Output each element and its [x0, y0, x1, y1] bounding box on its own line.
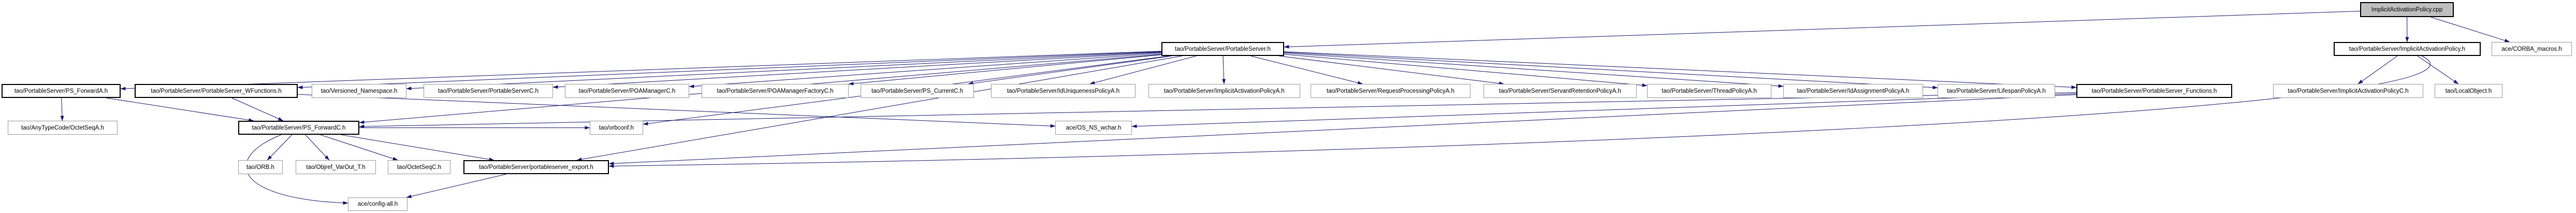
- edge-ps_forward_c->config_all: [245, 134, 348, 205]
- graph-node-octetseq_a[interactable]: tao/AnyTypeCode/OctetSeqA.h: [8, 121, 118, 135]
- edge-ps_h->thread_a: [1284, 54, 1648, 87]
- graph-node-thread_a[interactable]: tao/PortableServer/ThreadPolicyA.h: [1647, 84, 1771, 98]
- graph-node-wfunctions[interactable]: tao/PortableServer/PortableServer_WFunct…: [135, 84, 298, 98]
- edge-iap_h->local_object: [2417, 55, 2459, 84]
- edge-ps_functions->os_ns_wchar: [1131, 93, 2077, 129]
- graph-node-ps_forward_a[interactable]: tao/PortableServer/PS_ForwardA.h: [2, 84, 121, 98]
- edge-ps_h->ps_forward_a: [120, 51, 1162, 91]
- edge-ps_h->poamanager_c: [689, 53, 1162, 88]
- edge-ps_h->idassign_a: [1284, 52, 1784, 88]
- edge-cpp->ps_h: [1284, 11, 2361, 49]
- graph-node-objref[interactable]: tao/Objref_VarOut_T.h: [296, 160, 376, 174]
- edge-ps_h->ps_c: [552, 52, 1162, 89]
- graph-node-export[interactable]: tao/PortableServer/portableserver_export…: [463, 160, 609, 174]
- graph-node-poamanagerfactory_c[interactable]: tao/PortableServer/POAManagerFactoryC.h: [702, 84, 849, 98]
- edge-ps_forward_c->orb: [267, 134, 293, 161]
- graph-node-iap_h[interactable]: tao/PortableServer/ImplicitActivationPol…: [2334, 42, 2481, 56]
- graph-node-ps_c[interactable]: tao/PortableServer/PortableServerC.h: [424, 84, 553, 98]
- graph-node-orbconf[interactable]: tao/orbconf.h: [590, 121, 643, 135]
- edge-ps_forward_c->objref: [305, 134, 330, 161]
- graph-node-cpp[interactable]: ImplicitActivationPolicy.cpp: [2360, 2, 2454, 17]
- edge-ps_h->ps_current_c: [968, 55, 1172, 86]
- edge-ps_h->ps_functions: [1284, 51, 2077, 89]
- edge-wfunctions->os_ns_wchar: [297, 94, 1056, 128]
- graph-node-iduniq_a[interactable]: tao/PortableServer/IdUniquenessPolicyA.h: [991, 84, 1136, 98]
- edge-ps_forward_a->ps_forward_c: [106, 97, 254, 122]
- edge-ps_h->servret_a: [1279, 55, 1504, 86]
- edge-ps_h->versioned_ns: [406, 51, 1162, 91]
- graph-node-orb[interactable]: tao/ORB.h: [238, 160, 283, 174]
- edge-ps_functions->export: [608, 94, 2077, 165]
- edge-ps_forward_c->octetseq_c: [320, 134, 398, 161]
- edge-ps_h->iduniq_a: [1089, 55, 1197, 84]
- graph-node-lifespan_a[interactable]: tao/PortableServer/LifespanPolicyA.h: [1938, 84, 2055, 98]
- graph-node-servret_a[interactable]: tao/PortableServer/ServantRetentionPolic…: [1483, 84, 1637, 98]
- graph-node-versioned_ns[interactable]: tao/Versioned_Namespace.h: [312, 84, 406, 98]
- edge-iap_h->export: [608, 55, 2431, 168]
- graph-node-ps_functions[interactable]: tao/PortableServer/PortableServer_Functi…: [2076, 84, 2232, 98]
- graph-node-reqproc_a[interactable]: tao/PortableServer/RequestProcessingPoli…: [1311, 84, 1471, 98]
- edge-ps_h->iap_a: [1222, 55, 1226, 84]
- edge-ps_h->poamanagerfactory_c: [848, 54, 1162, 86]
- graph-node-ps_h[interactable]: tao/PortableServer/PortableServer.h: [1161, 42, 1284, 56]
- edge-export->config_all: [406, 174, 506, 198]
- edge-ps_h->wfunctions: [297, 51, 1162, 90]
- edge-ps_h->lifespan_a: [1284, 52, 1938, 90]
- edge-ps_h->export: [576, 55, 1183, 161]
- edge-ps_forward_a->octetseq_a: [60, 97, 64, 121]
- edge-ps_functions->ps_forward_c: [359, 92, 2077, 129]
- graph-node-os_ns_wchar[interactable]: ace/OS_NS_wchar.h: [1055, 121, 1132, 135]
- edge-cpp->corba_macros: [2431, 17, 2510, 42]
- graph-node-iap_c[interactable]: tao/PortableServer/ImplicitActivationPol…: [2273, 84, 2423, 98]
- edge-ps_h->reqproc_a: [1250, 55, 1363, 85]
- edge-wfunctions->ps_forward_c: [231, 97, 284, 121]
- graph-node-ps_forward_c[interactable]: tao/PortableServer/PS_ForwardC.h: [238, 121, 359, 135]
- graph-node-poamanager_c[interactable]: tao/PortableServer/POAManagerC.h: [565, 84, 689, 98]
- graph-node-corba_macros[interactable]: ace/CORBA_macros.h: [2492, 42, 2572, 56]
- graph-node-iap_a[interactable]: tao/PortableServer/ImplicitActivationPol…: [1148, 84, 1300, 98]
- graph-node-ps_current_c[interactable]: tao/PortableServer/PS_CurrentC.h: [861, 84, 974, 98]
- graph-node-config_all[interactable]: ace/config-all.h: [348, 197, 407, 211]
- edge-iap_h->iap_c: [2357, 55, 2398, 84]
- graph-node-local_object[interactable]: tao/LocalObject.h: [2435, 84, 2502, 98]
- graph-node-idassign_a[interactable]: tao/PortableServer/IdAssignmentPolicyA.h: [1783, 84, 1923, 98]
- graph-node-octetseq_c[interactable]: tao/OctetSeqC.h: [388, 160, 450, 174]
- edge-ps_forward_c->export: [341, 134, 494, 161]
